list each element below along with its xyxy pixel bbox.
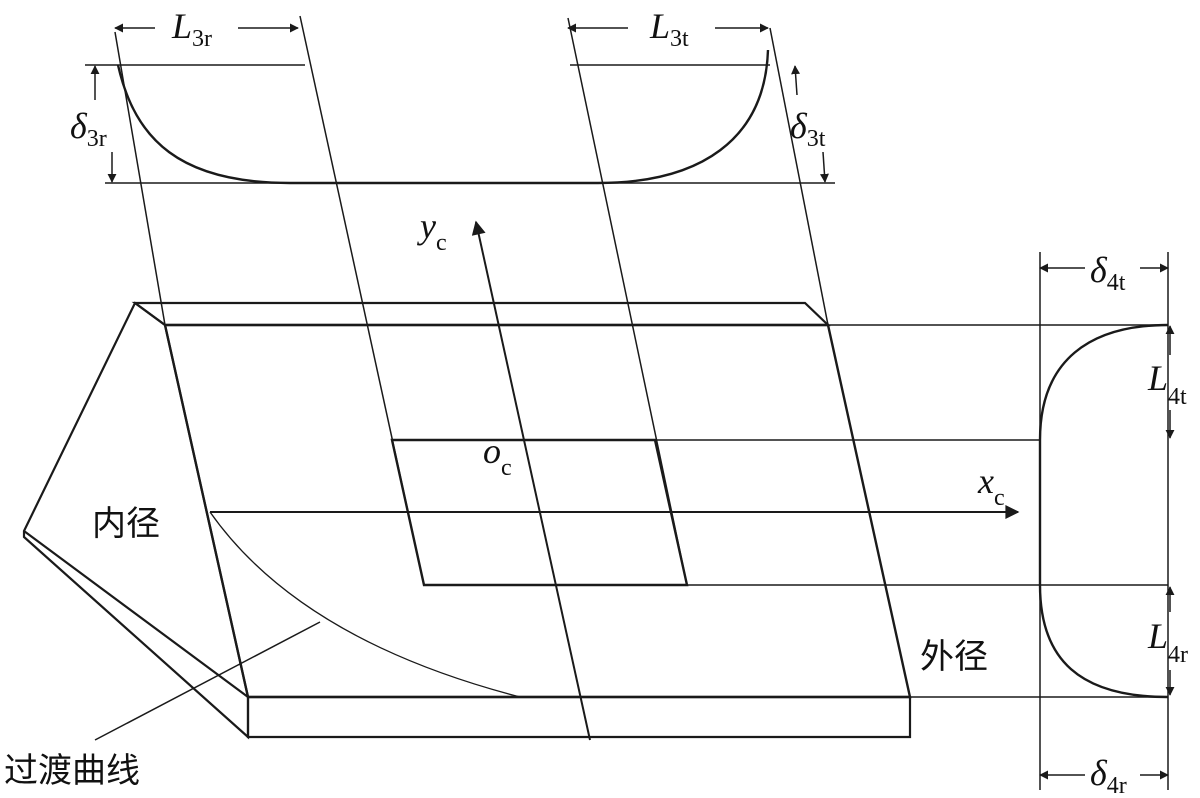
label-delta4r: δ4r [1090, 753, 1127, 798]
block-top-strip [131, 301, 831, 327]
block-front-strip [246, 695, 912, 739]
label-delta3t: δ3t [790, 106, 826, 152]
label-yc: yc [417, 206, 447, 256]
label-L3t: L3t [649, 6, 689, 52]
transition-curve-leader [94, 621, 321, 741]
projection-lines [85, 15, 1169, 790]
label-transition-curve: 过渡曲线 [4, 751, 140, 791]
label-L4t: L4t [1147, 358, 1187, 410]
top-crown-profile [116, 49, 770, 185]
transition-curve [209, 511, 521, 698]
block-left-edge [23, 530, 249, 698]
dimension-arrows [90, 23, 1175, 780]
label-L3r: L3r [171, 6, 212, 52]
label-delta4t: δ4t [1090, 250, 1126, 296]
label-inner-diameter: 内径 [92, 504, 160, 544]
label-L4r: L4r [1147, 616, 1188, 668]
y-axis [471, 220, 591, 741]
label-xc: xc [977, 461, 1005, 511]
label-delta3r: δ3r [70, 106, 107, 152]
label-oc: oc [483, 431, 512, 481]
label-outer-diameter: 外径 [920, 637, 988, 677]
right-crown-profile [1038, 323, 1169, 699]
